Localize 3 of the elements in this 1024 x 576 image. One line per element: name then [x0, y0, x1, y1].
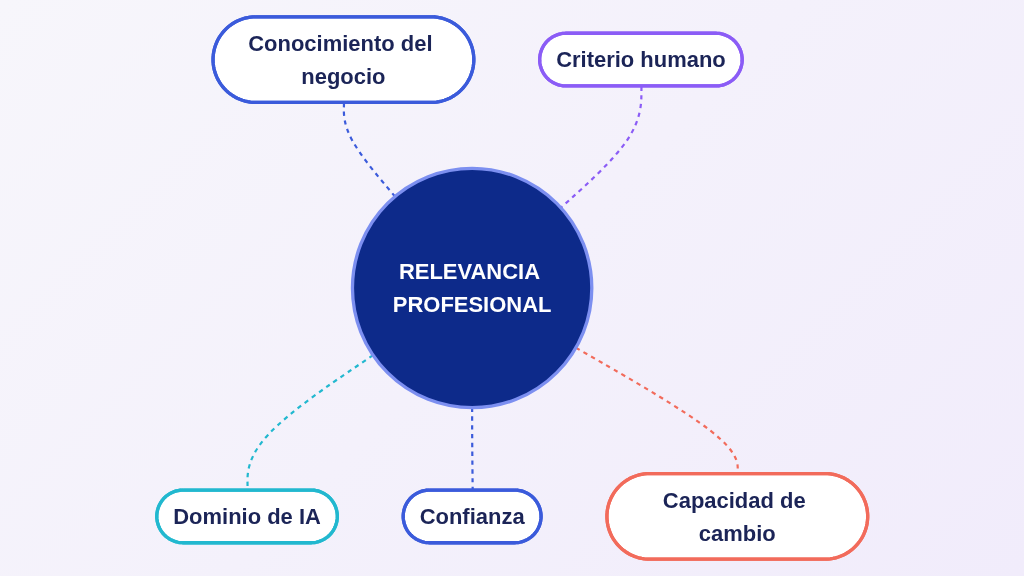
- connector: [342, 102, 396, 198]
- node-circle: RELEVANCIA PROFESIONAL: [350, 166, 594, 410]
- connector: [470, 407, 474, 491]
